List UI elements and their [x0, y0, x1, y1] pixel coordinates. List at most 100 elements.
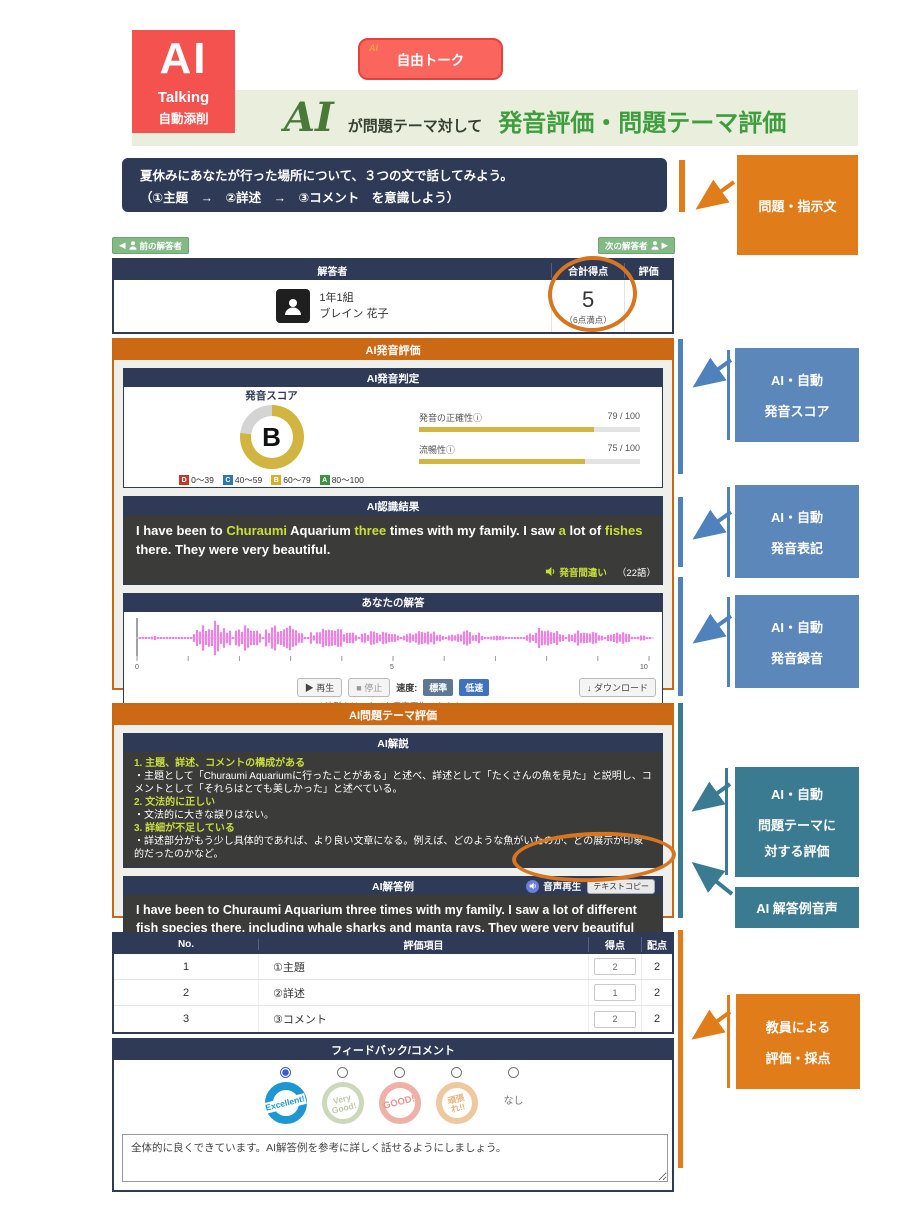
- stamp-radio-none[interactable]: [508, 1067, 519, 1078]
- prev-answerer-button[interactable]: ◀ 前の解答者: [112, 237, 190, 254]
- app-logo: AI Talking 自動添削: [132, 30, 235, 133]
- label-tick: [725, 768, 728, 875]
- grade-range: 0～39: [191, 475, 214, 485]
- pron-text-section-bar: [678, 497, 683, 567]
- recog-part: there. They were very beautiful.: [136, 541, 331, 557]
- score-input-2[interactable]: [594, 984, 636, 1001]
- table-row: 1 ①主題 2: [114, 954, 672, 980]
- score-input-1[interactable]: [594, 958, 636, 975]
- annotation-text: 発音スコア: [764, 404, 830, 419]
- speed-label: 速度:: [396, 682, 418, 693]
- commentary-body-2: ・文法的に大きな誤りはない。: [134, 810, 274, 821]
- pron-score-section-bar: [678, 339, 683, 474]
- speaker-icon: [529, 882, 536, 890]
- stamp-label: 頑張れ!!: [445, 1091, 466, 1114]
- grade-chip-a: A: [319, 475, 330, 485]
- annotation-text: AI 解答例音声: [756, 901, 838, 916]
- row-item: ①主題: [259, 954, 589, 979]
- arrow-to-pron-text: [692, 509, 733, 540]
- pronunciation-mistake-button[interactable]: 発音間違い: [545, 565, 607, 579]
- stamp-radio-excellent[interactable]: [280, 1067, 291, 1078]
- pron-score-label: 発音スコア: [245, 390, 298, 402]
- col-header-answerer: 解答者: [114, 262, 552, 278]
- speaker-icon: [546, 567, 555, 577]
- play-label: 再生: [316, 682, 335, 693]
- stamp-good[interactable]: GOOD!: [378, 1082, 421, 1124]
- annotation-pron-text: AI・自動 発音表記: [735, 485, 859, 578]
- student-class: 1年1組: [319, 291, 354, 304]
- recog-part-highlight: three: [354, 523, 387, 538]
- text-copy-button[interactable]: テキストコピー: [587, 878, 655, 894]
- commentary-heading-3: 3. 詳細が不足している: [134, 823, 235, 834]
- download-button[interactable]: ↓ ダウンロード: [578, 677, 656, 697]
- recognized-text: I have been to Churaumi Aquarium three t…: [124, 515, 662, 564]
- recog-part: times with my family. I saw: [386, 523, 559, 538]
- row-item: ③コメント: [259, 1006, 589, 1032]
- teacher-comment-textarea[interactable]: 全体的に良くできています。AI解答例を参考に詳しく話せるようにしましょう。: [122, 1134, 668, 1182]
- annotation-text: 問題テーマに: [757, 818, 836, 833]
- play-button[interactable]: ▶ 再生: [296, 677, 343, 697]
- download-label: ダウンロード: [593, 682, 648, 693]
- commentary-heading-1: 1. 主題、詳述、コメントの構成がある: [134, 758, 306, 769]
- free-talk-ai-mark: AI: [369, 43, 378, 53]
- commentary-heading-2: 2. 文法的に正しい: [134, 797, 216, 808]
- recog-part-highlight: fishes: [604, 523, 643, 538]
- annotation-text: AI・自動: [770, 619, 823, 635]
- stop-button[interactable]: ■ 停止: [348, 677, 391, 697]
- logo-ai-text: AI: [159, 33, 208, 83]
- mistake-label: 発音間違い: [559, 567, 607, 579]
- example-audio-play-button[interactable]: 音声再生: [526, 879, 581, 893]
- logo-talking-text: Talking: [157, 88, 210, 106]
- stamp-label: GOOD!: [382, 1093, 417, 1112]
- stop-icon: ■: [356, 682, 362, 693]
- col-header-no: No.: [114, 938, 259, 950]
- download-icon: ↓: [586, 682, 592, 693]
- annotation-problem-label: 問題・指示文: [737, 155, 858, 255]
- next-label: 次の解答者: [605, 240, 648, 251]
- row-no: 2: [114, 980, 259, 1005]
- speed-normal-button[interactable]: 標準: [423, 678, 454, 696]
- arrow-to-pron-rec: [692, 613, 733, 644]
- grade-range: 40～59: [234, 475, 263, 485]
- stamp-radio-good[interactable]: [394, 1067, 405, 1078]
- col-header-total: 合計得点: [552, 262, 626, 278]
- banner-title: 発音評価・問題テーマ評価: [498, 109, 787, 137]
- stamp-radio-very-good[interactable]: [337, 1067, 348, 1078]
- speed-slow-button[interactable]: 低速: [459, 678, 490, 696]
- next-answerer-button[interactable]: 次の解答者 ▶: [598, 237, 676, 254]
- annotation-answer-audio: AI 解答例音声: [735, 887, 859, 928]
- theme-panel: AI問題テーマ評価 AI解説 1. 主題、詳述、コメントの構成がある ・主題とし…: [112, 703, 674, 963]
- commentary-body-3: ・詳述部分がもう少し具体的であれば、より良い文章になる。例えば、どのような魚がい…: [134, 836, 644, 860]
- problem-statement: 夏休みにあなたが行った場所について、３つの文で話してみよう。 （①主題 → ②詳…: [122, 158, 667, 212]
- stamp-excellent[interactable]: Excellent!: [263, 1082, 308, 1124]
- annotation-teacher: 教員による 評価・採点: [736, 994, 860, 1089]
- stamp-label: Very Good!: [330, 1091, 357, 1115]
- stamp-radio-ganbare[interactable]: [451, 1067, 462, 1078]
- pron-score-donut: B: [239, 405, 304, 469]
- stamp-ganbare[interactable]: 頑張れ!!: [435, 1082, 478, 1124]
- recog-part: lot of: [565, 523, 605, 538]
- annotation-pron-rec: AI・自動 発音録音: [735, 595, 859, 688]
- row-max: 2: [653, 960, 661, 973]
- stamp-selector: Excellent! Very Good! GOOD! 頑張れ!! なし: [114, 1060, 672, 1128]
- feedback-panel: フィードバック/コメント Excellent! Very Good! GOOD!…: [112, 1038, 674, 1192]
- answer-waveform[interactable]: 0 5 10: [132, 616, 656, 672]
- recognition-title: AI認識結果: [124, 497, 662, 515]
- recognition-section: AI認識結果 I have been to Churaumi Aquarium …: [123, 496, 663, 585]
- accuracy-value: 79 / 100: [607, 410, 640, 421]
- tick-0: 0: [135, 664, 139, 671]
- pronunciation-panel-title: AI発音評価: [114, 340, 672, 360]
- score-input-3[interactable]: [594, 1010, 636, 1028]
- person-icon: [128, 241, 137, 250]
- table-row: 3 ③コメント 2: [114, 1006, 672, 1032]
- free-talk-button[interactable]: AI 自由トーク: [358, 38, 503, 80]
- annotation-text: AI・自動: [770, 509, 823, 525]
- recog-part-highlight: Churaumi: [226, 523, 287, 538]
- arrow-to-teacher: [691, 1009, 732, 1040]
- page-title-banner: AI が問題テーマ対して 発音評価・問題テーマ評価: [132, 90, 858, 146]
- stamp-very-good[interactable]: Very Good!: [321, 1082, 364, 1124]
